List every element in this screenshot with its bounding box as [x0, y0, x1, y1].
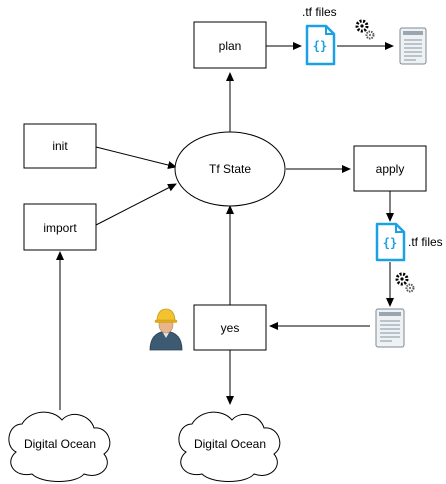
init-box[interactable]: init	[23, 123, 97, 169]
apply-label: apply	[376, 162, 405, 176]
import-label: import	[43, 221, 77, 235]
worker-person-icon	[149, 308, 183, 351]
apply-box[interactable]: apply	[353, 145, 427, 192]
yes-box[interactable]: yes	[193, 304, 267, 351]
curly-braces-file-icon: {}	[375, 222, 406, 262]
cloud-left-label: Digital Ocean	[24, 437, 96, 451]
document-icon	[375, 308, 405, 348]
cloud-center-label: Digital Ocean	[194, 437, 266, 451]
cloud-center[interactable]: Digital Ocean	[178, 411, 281, 482]
brace-glyph: {}	[383, 236, 397, 250]
brace-glyph: {}	[313, 39, 327, 53]
document-icon	[399, 27, 427, 65]
tf-files-label-right: .tf files	[408, 235, 443, 249]
cloud-left[interactable]: Digital Ocean	[8, 411, 111, 482]
import-box[interactable]: import	[23, 203, 97, 251]
gears-icon	[395, 272, 415, 293]
curly-braces-file-icon: {}	[305, 24, 336, 66]
yes-label: yes	[221, 321, 240, 335]
edges	[56, 42, 394, 410]
tf-state-node[interactable]: Tf State	[174, 131, 286, 207]
tf-files-label-top: .tf files	[302, 5, 337, 19]
edge-init-to-state	[95, 146, 177, 169]
tf-state-label: Tf State	[209, 162, 251, 176]
plan-label: plan	[219, 39, 242, 53]
init-label: init	[52, 139, 68, 153]
edge-import-to-state	[95, 183, 177, 226]
plan-box[interactable]: plan	[193, 21, 267, 69]
gears-icon	[355, 19, 375, 40]
